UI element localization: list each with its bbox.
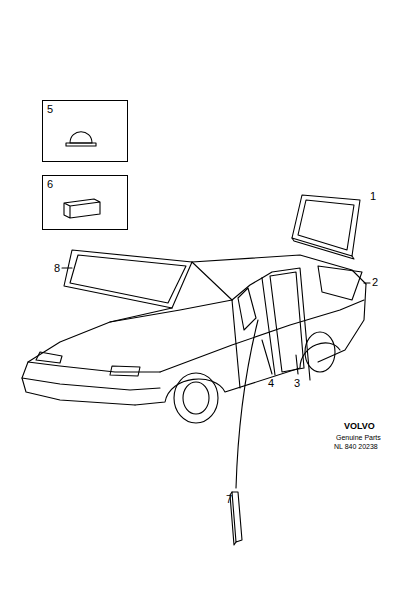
rear-wheel [305, 332, 335, 372]
callout-number: 4 [268, 378, 274, 389]
leader-line [296, 355, 298, 374]
part-box: 6 [42, 175, 128, 230]
a-pillar [192, 262, 232, 300]
front-wheel [174, 373, 218, 423]
part-box: 5 [42, 100, 128, 162]
callout-number: 5 [47, 103, 53, 115]
leader-line [236, 320, 258, 488]
windshield [64, 250, 192, 308]
callout-number: 7 [226, 494, 232, 505]
plug-base [66, 143, 96, 146]
side-crease [160, 300, 364, 372]
front-hub [183, 382, 209, 414]
block-icon [64, 199, 100, 218]
leader-line [62, 267, 72, 268]
brand-text: Genuine Parts [336, 434, 381, 441]
front-door-window [238, 288, 256, 330]
front-door-edge [232, 300, 240, 388]
brand-text: NL 840 20238 [334, 443, 378, 450]
rear-door-window [270, 272, 304, 372]
b-pillar [262, 268, 310, 380]
headlight [36, 352, 62, 363]
callout-number: 3 [294, 378, 300, 389]
brand-text: VOLVO [344, 422, 375, 431]
callout-number: 1 [370, 191, 376, 202]
rear-line [318, 284, 366, 362]
callout-number: 8 [54, 263, 60, 274]
callout-number: 6 [47, 178, 53, 190]
plug-icon [70, 132, 92, 143]
bumper [22, 378, 160, 390]
rear-window [292, 195, 360, 256]
front-line [22, 308, 172, 405]
door-edge [262, 278, 275, 375]
callout-number: 2 [372, 277, 378, 288]
headlight [110, 366, 140, 376]
hood-line [110, 300, 232, 322]
leader-line [364, 282, 370, 283]
quarter-window [318, 266, 362, 300]
leader-line [262, 340, 272, 374]
